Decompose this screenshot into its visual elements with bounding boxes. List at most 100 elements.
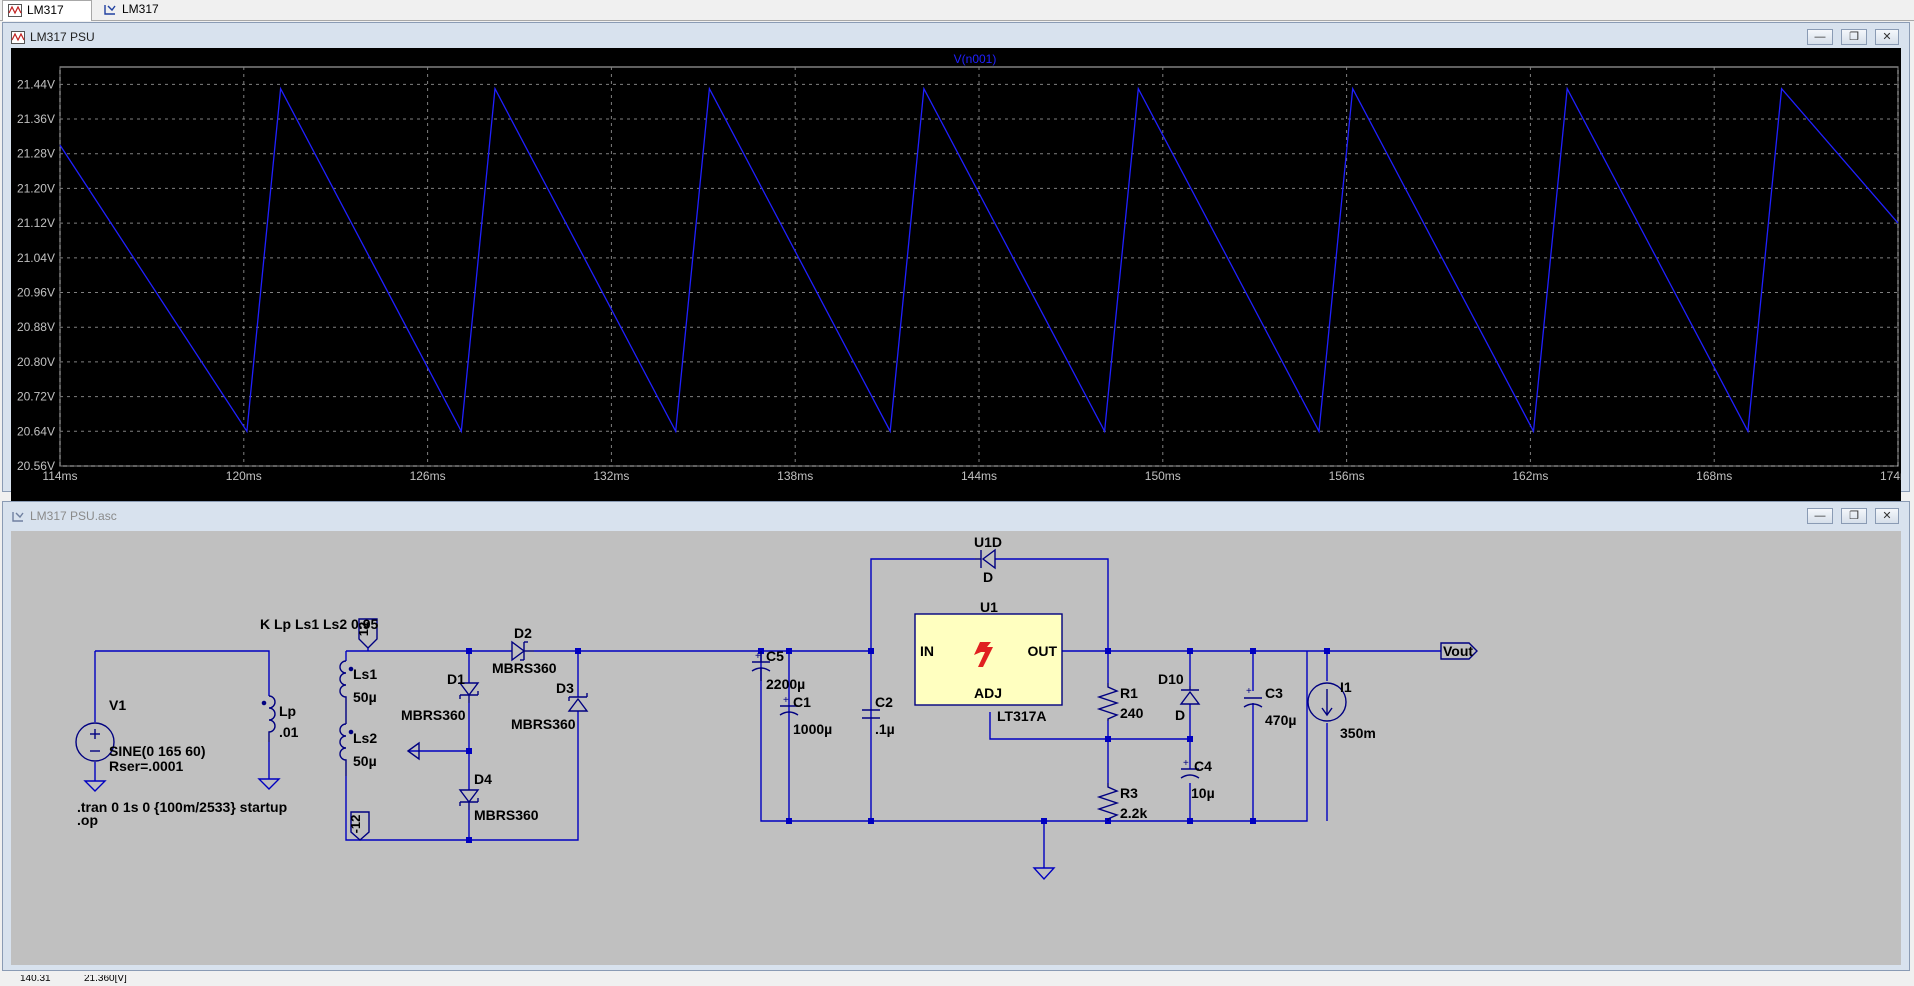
waveform-window-title: LM317 PSU [30,30,95,44]
r3-name: R3 [1120,785,1138,801]
d10-value: D [1175,707,1185,723]
capacitor-c3[interactable]: + [1243,686,1263,708]
c2-value: .1µ [875,721,895,737]
schematic-icon [104,5,116,15]
c1-value: 1000µ [793,721,832,737]
capacitor-c4[interactable]: + [1180,758,1200,779]
d2-value: MBRS360 [492,660,557,676]
svg-text:+: + [783,695,789,706]
regulator-u1[interactable]: IN OUT ADJ [914,613,1063,706]
schematic-drawing[interactable]: 12 -12 [11,531,1901,965]
y-tick-label: 20.56V [17,459,55,473]
c1-name: C1 [793,694,811,710]
schematic-titlebar[interactable]: LM317 PSU.asc — ❐ ✕ [3,502,1909,530]
capacitor-c2[interactable] [862,709,880,719]
x-tick-label: 144ms [961,469,997,483]
u1d-name: U1D [974,534,1002,550]
pin-in-label: IN [920,643,934,659]
x-tick-label: 114ms [42,469,77,483]
v1-name: V1 [109,697,126,713]
x-tick-label: 132ms [593,469,629,483]
x-tick-label: 150ms [1145,469,1181,483]
y-tick-label: 21.20V [17,181,55,195]
y-tick-label: 21.28V [17,147,55,161]
waveform-titlebar[interactable]: LM317 PSU — ❐ ✕ [3,23,1909,51]
inductor-ls1[interactable] [339,660,354,705]
d1-name: D1 [447,671,465,687]
trace-label[interactable]: V(n001) [954,52,997,66]
flag-minus-12-label: -12 [348,815,363,834]
svg-text:+: + [1246,686,1252,697]
cursor-value-readout: 21.360[V] [84,975,127,984]
pin-adj-label: ADJ [974,685,1002,701]
diode-d3[interactable] [567,693,589,712]
arrow-symbol [406,741,420,761]
diode-d2[interactable] [511,640,534,662]
pin-out-label: OUT [1027,643,1057,659]
wires [94,558,1441,868]
svg-text:+: + [1183,758,1189,769]
net-flag-12[interactable]: 12 [356,618,378,651]
y-tick-label: 21.44V [17,77,55,91]
x-tick-label: 156ms [1329,469,1365,483]
restore-button[interactable]: ❐ [1841,508,1867,524]
tab-waveform[interactable]: LM317 PSU [2,0,92,36]
waveform-icon [8,4,22,17]
close-button[interactable]: ✕ [1875,508,1899,524]
waveform-chart[interactable]: V(n001) 21.44V21.36V21.28V21.20V21.12V21… [11,48,1914,488]
restore-button[interactable]: ❐ [1841,29,1867,45]
d4-value: MBRS360 [474,807,539,823]
minimize-button[interactable]: — [1807,508,1833,524]
x-tick-label: 174ms [1880,469,1901,483]
inductor-ls2[interactable] [339,705,354,776]
plot-grid [59,67,1899,467]
y-tick-label: 21.36V [17,112,55,126]
x-tick-label: 162ms [1512,469,1548,483]
y-tick-label: 20.88V [17,320,55,334]
x-tick-label: 120ms [226,469,262,483]
resistor-r3[interactable] [1096,783,1120,821]
net-flag-minus-12[interactable]: -12 [348,811,370,841]
lt-logo-icon [974,642,993,667]
waveform-icon [11,31,25,44]
y-axis-ticks: 21.44V 21.36V 21.28V 21.20V 21.12V 21.04V 20.9… [17,77,55,473]
junction-dots [466,648,1330,843]
diode-d10[interactable] [1179,686,1201,705]
d10-name: D10 [1158,671,1184,687]
series-line-vn001[interactable] [59,86,1899,434]
capacitor-c5[interactable]: + [751,651,771,681]
tran-directive[interactable]: .tran 0 1s 0 {100m/2533} startup [77,799,287,815]
y-tick-label: 21.12V [17,216,55,230]
u1d-value: D [983,569,993,585]
schematic-window: LM317 PSU.asc — ❐ ✕ [2,501,1910,971]
capacitor-c1[interactable]: + [779,695,799,716]
v1-value: SINE(0 165 60) [109,743,206,759]
diode-u1d[interactable] [975,548,996,570]
y-tick-label: 20.96V [17,286,55,300]
k-directive-text[interactable]: K Lp Ls1 Ls2 0.95 [260,616,378,632]
diode-d4[interactable] [458,789,480,810]
c4-value: 10µ [1191,785,1215,801]
net-flag-vout[interactable]: Vout [1440,642,1478,660]
resistor-r1[interactable] [1096,683,1120,721]
v1-source[interactable] [75,722,115,762]
schematic-canvas[interactable]: 12 -12 [11,531,1901,965]
y-tick-label: 21.04V [17,251,55,265]
v1-rser: Rser=.0001 [109,758,184,774]
op-directive[interactable]: .op [77,812,98,828]
current-source-i1[interactable] [1307,682,1347,722]
ground-symbol [257,778,281,790]
diode-d1[interactable] [458,682,480,703]
close-button[interactable]: ✕ [1875,29,1899,45]
ls2-name: Ls2 [353,730,377,746]
inductor-lp[interactable] [261,695,276,742]
ground-symbol [83,780,107,792]
r1-name: R1 [1120,685,1138,701]
c3-value: 470µ [1265,712,1296,728]
tab-schematic[interactable]: LM317 PSU.asc [98,0,208,35]
y-tick-label: 20.64V [17,424,55,438]
u1-name: U1 [980,599,998,615]
minimize-button[interactable]: — [1807,29,1833,45]
